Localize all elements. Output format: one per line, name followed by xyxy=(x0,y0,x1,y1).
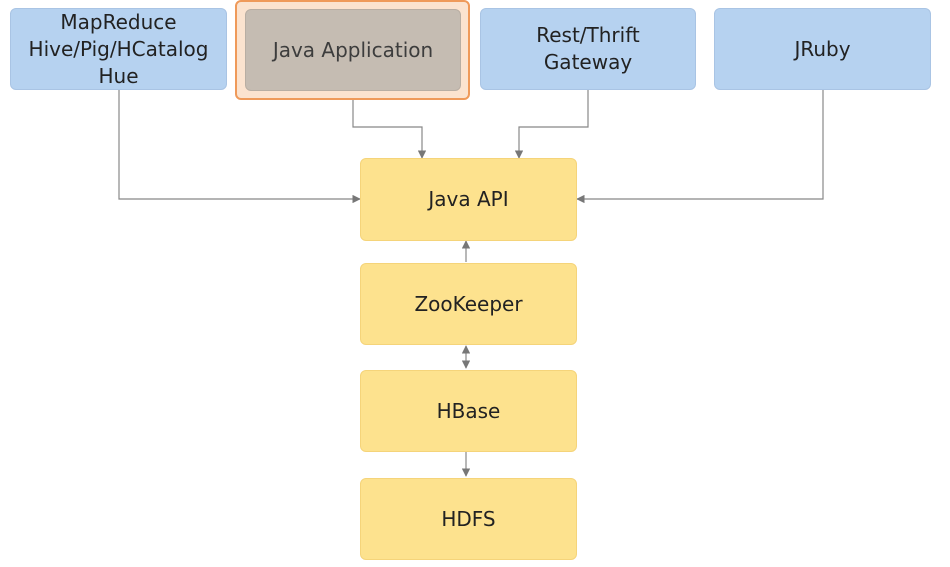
node-java-api: Java API xyxy=(360,158,577,241)
node-rest-thrift-gateway: Rest/Thrift Gateway xyxy=(480,8,696,90)
connector-jruby-to-java-api xyxy=(576,90,824,204)
node-label-line: Hive/Pig/HCatalog xyxy=(28,36,209,61)
node-label-line: Rest/Thrift xyxy=(536,23,640,47)
node-label-line: Hue xyxy=(98,63,139,88)
node-label: JRuby xyxy=(794,36,851,61)
node-label: HBase xyxy=(436,398,501,423)
node-jruby: JRuby xyxy=(714,8,931,90)
node-label-line: MapReduce xyxy=(60,9,177,34)
connector-mapreduce-to-java-api xyxy=(118,90,361,204)
node-hbase: HBase xyxy=(360,370,577,452)
node-hdfs: HDFS xyxy=(360,478,577,560)
node-mapreduce-hive-pig-hcatalog-hue: MapReduce Hive/Pig/HCatalog Hue xyxy=(10,8,227,90)
node-label-line: Gateway xyxy=(543,50,633,74)
node-java-application[interactable]: Java Application xyxy=(245,9,461,91)
node-label: HDFS xyxy=(441,506,496,531)
node-zookeeper: ZooKeeper xyxy=(360,263,577,345)
node-label: Java API xyxy=(428,187,509,211)
node-label: Java Application xyxy=(272,37,434,62)
connector-rest-thrift-to-java-api xyxy=(514,90,589,159)
node-label: ZooKeeper xyxy=(414,291,523,316)
connector-java-application-to-java-api xyxy=(352,91,427,159)
